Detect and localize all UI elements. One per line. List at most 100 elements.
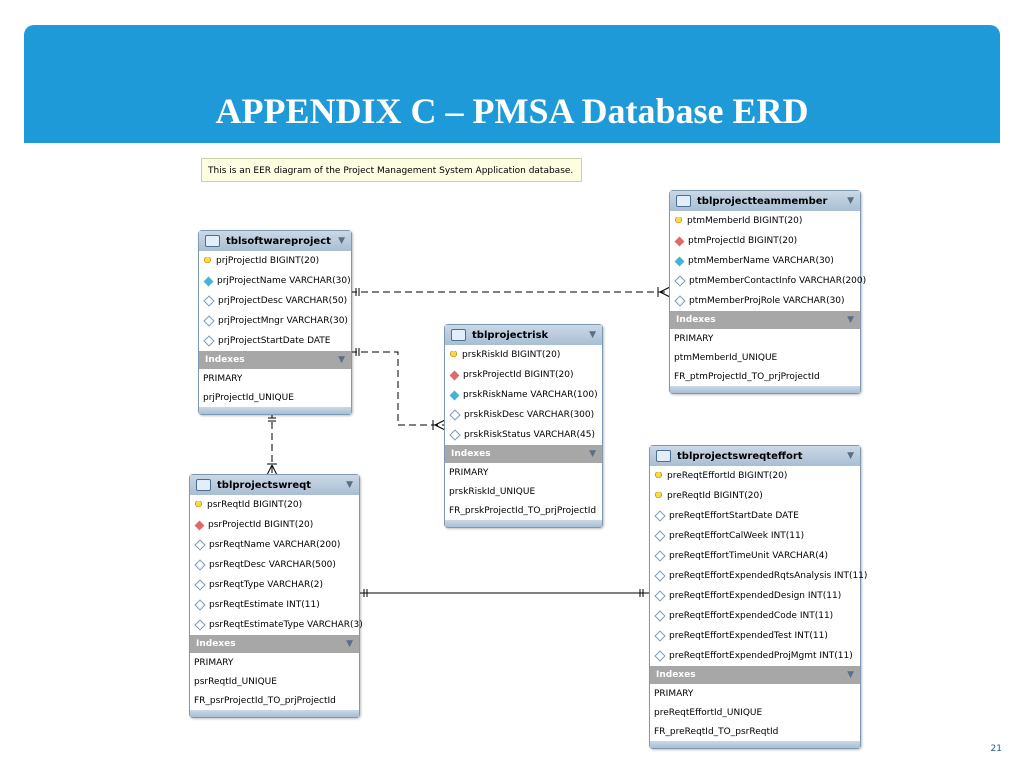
table-footer <box>670 386 860 393</box>
column-row[interactable]: ptmMemberName VARCHAR(30) <box>670 251 860 271</box>
table-header[interactable]: tblprojectrisk ▼ <box>445 325 602 345</box>
column-row[interactable]: psrReqtName VARCHAR(200) <box>190 535 359 555</box>
column-row[interactable]: prjProjectDesc VARCHAR(50) <box>199 291 351 311</box>
table-name: tblprojectswreqteffort <box>677 450 803 462</box>
column-row[interactable]: preReqtEffortExpendedDesign INT(11) <box>650 586 860 606</box>
index-list: PRIMARY preReqtEffortId_UNIQUE FR_preReqtI… <box>650 684 860 741</box>
table-name: tblprojectrisk <box>472 329 549 341</box>
table-icon <box>676 195 691 207</box>
indexes-header[interactable]: Indexes ▼ <box>190 635 359 653</box>
field-list: prjProjectId BIGINT(20) prjProjectName VA… <box>199 251 351 351</box>
table-tblsoftwareproject[interactable]: tblsoftwareproject ▼ prjProjectId BIGINT… <box>198 230 352 415</box>
column-row[interactable]: psrReqtDesc VARCHAR(500) <box>190 555 359 575</box>
index-row[interactable]: PRIMARY <box>449 467 489 478</box>
column-row[interactable]: ptmProjectId BIGINT(20) <box>670 231 860 251</box>
index-row[interactable]: PRIMARY <box>674 333 714 344</box>
index-row[interactable]: prjProjectId_UNIQUE <box>203 392 294 403</box>
collapse-arrow-icon[interactable]: ▼ <box>346 480 353 490</box>
indexes-label: Indexes <box>196 639 236 649</box>
column-row[interactable]: ptmMemberId BIGINT(20) <box>670 211 860 231</box>
column-row[interactable]: preReqtEffortExpendedCode INT(11) <box>650 606 860 626</box>
indexes-header[interactable]: Indexes ▼ <box>445 445 602 463</box>
index-row[interactable]: FR_prskProjectId_TO_prjProjectId <box>449 505 597 516</box>
collapse-arrow-icon[interactable]: ▼ <box>346 639 353 649</box>
collapse-arrow-icon[interactable]: ▼ <box>847 315 854 325</box>
primary-key-icon <box>203 256 212 266</box>
index-row[interactable]: ptmMemberId_UNIQUE <box>674 352 778 363</box>
index-row[interactable]: FR_psrProjectId_TO_prjProjectId <box>194 695 336 706</box>
collapse-arrow-icon[interactable]: ▼ <box>847 196 854 206</box>
index-row[interactable]: preReqtEffortId_UNIQUE <box>654 707 763 718</box>
column-definition: ptmProjectId BIGINT(20) <box>688 236 798 246</box>
table-tblprojectteammember[interactable]: tblprojectteammember ▼ ptmMemberId BIGIN… <box>669 190 866 394</box>
index-row[interactable]: prskRiskId_UNIQUE <box>449 486 536 497</box>
column-icon <box>654 610 666 622</box>
index-row[interactable]: psrReqtId_UNIQUE <box>194 676 277 687</box>
indexes-header[interactable]: Indexes ▼ <box>670 311 860 329</box>
table-header[interactable]: tblsoftwareproject ▼ <box>199 231 351 251</box>
column-row[interactable]: ptmMemberProjRole VARCHAR(30) <box>670 291 860 311</box>
column-row[interactable]: prskRiskStatus VARCHAR(45) <box>445 425 602 445</box>
column-definition: psrReqtDesc VARCHAR(500) <box>209 560 336 570</box>
collapse-arrow-icon[interactable]: ▼ <box>589 449 596 459</box>
relationship-marker <box>266 464 273 476</box>
column-icon <box>654 630 666 642</box>
collapse-arrow-icon[interactable]: ▼ <box>589 330 596 340</box>
field-list: psrReqtId BIGINT(20)psrProjectId BIGINT(… <box>190 495 363 635</box>
column-icon <box>194 579 206 591</box>
column-definition: prjProjectName VARCHAR(30) <box>217 276 351 286</box>
column-definition: prjProjectMngr VARCHAR(30) <box>218 316 348 326</box>
column-row[interactable]: ptmMemberContactInfo VARCHAR(200) <box>670 271 866 291</box>
column-row[interactable]: prskProjectId BIGINT(20) <box>445 365 602 385</box>
column-row[interactable]: prskRiskId BIGINT(20) <box>445 345 602 365</box>
table-icon <box>205 235 220 247</box>
collapse-arrow-icon[interactable]: ▼ <box>338 355 345 365</box>
column-row[interactable]: preReqtEffortExpendedTest INT(11) <box>650 626 860 646</box>
column-row[interactable]: prskRiskDesc VARCHAR(300) <box>445 405 602 425</box>
column-row[interactable]: psrProjectId BIGINT(20) <box>190 515 359 535</box>
relationship-marker <box>434 419 446 426</box>
column-row[interactable]: prskRiskName VARCHAR(100) <box>445 385 602 405</box>
column-row[interactable]: preReqtEffortExpendedRqtsAnalysis INT(11… <box>650 566 867 586</box>
column-row[interactable]: prjProjectName VARCHAR(30) <box>199 271 351 291</box>
not-null-column-icon <box>674 256 685 266</box>
indexes-header[interactable]: Indexes ▼ <box>199 351 351 369</box>
table-footer <box>190 710 359 717</box>
index-row[interactable]: PRIMARY <box>654 688 694 699</box>
table-header[interactable]: tblprojectteammember ▼ <box>670 191 860 211</box>
column-row[interactable]: preReqtId BIGINT(20) <box>650 486 860 506</box>
indexes-header[interactable]: Indexes ▼ <box>650 666 860 684</box>
table-header[interactable]: tblprojectswreqteffort ▼ <box>650 446 860 466</box>
column-row[interactable]: prjProjectId BIGINT(20) <box>199 251 351 271</box>
not-null-column-icon <box>449 390 460 400</box>
column-definition: prskRiskStatus VARCHAR(45) <box>464 430 595 440</box>
column-row[interactable]: prjProjectMngr VARCHAR(30) <box>199 311 351 331</box>
column-definition: ptmMemberId BIGINT(20) <box>687 216 803 226</box>
collapse-arrow-icon[interactable]: ▼ <box>847 670 854 680</box>
column-row[interactable]: preReqtEffortExpendedProjMgmt INT(11) <box>650 646 860 666</box>
table-tblprojectswreqt[interactable]: tblprojectswreqt ▼ psrReqtId BIGINT(20)p… <box>189 474 363 718</box>
index-row[interactable]: FR_preReqtId_TO_psrReqtId <box>654 726 779 737</box>
column-row[interactable]: preReqtEffortStartDate DATE <box>650 506 860 526</box>
column-row[interactable]: prjProjectStartDate DATE <box>199 331 351 351</box>
column-icon <box>654 590 666 602</box>
index-row[interactable]: FR_ptmProjectId_TO_prjProjectId <box>674 371 820 382</box>
collapse-arrow-icon[interactable]: ▼ <box>338 236 345 246</box>
relationship-marker <box>659 286 671 293</box>
index-row[interactable]: PRIMARY <box>194 657 234 668</box>
column-row[interactable]: psrReqtType VARCHAR(2) <box>190 575 359 595</box>
column-definition: preReqtEffortExpendedDesign INT(11) <box>669 591 842 601</box>
table-tblprojectrisk[interactable]: tblprojectrisk ▼ prskRiskId BIGINT(20)pr… <box>444 324 603 528</box>
column-row[interactable]: preReqtEffortTimeUnit VARCHAR(4) <box>650 546 860 566</box>
index-row[interactable]: PRIMARY <box>203 373 243 384</box>
collapse-arrow-icon[interactable]: ▼ <box>847 451 854 461</box>
column-row[interactable]: psrReqtId BIGINT(20) <box>190 495 359 515</box>
table-header[interactable]: tblprojectswreqt ▼ <box>190 475 359 495</box>
column-row[interactable]: psrReqtEstimate INT(11) <box>190 595 359 615</box>
column-row[interactable]: psrReqtEstimateType VARCHAR(3) <box>190 615 363 635</box>
column-icon <box>194 619 206 631</box>
table-tblprojectswreqteffort[interactable]: tblprojectswreqteffort ▼ preReqtEffortId… <box>649 445 867 749</box>
field-list: ptmMemberId BIGINT(20) ptmProjectId BIGIN… <box>670 211 866 311</box>
column-row[interactable]: preReqtEffortId BIGINT(20) <box>650 466 860 486</box>
column-row[interactable]: preReqtEffortCalWeek INT(11) <box>650 526 860 546</box>
